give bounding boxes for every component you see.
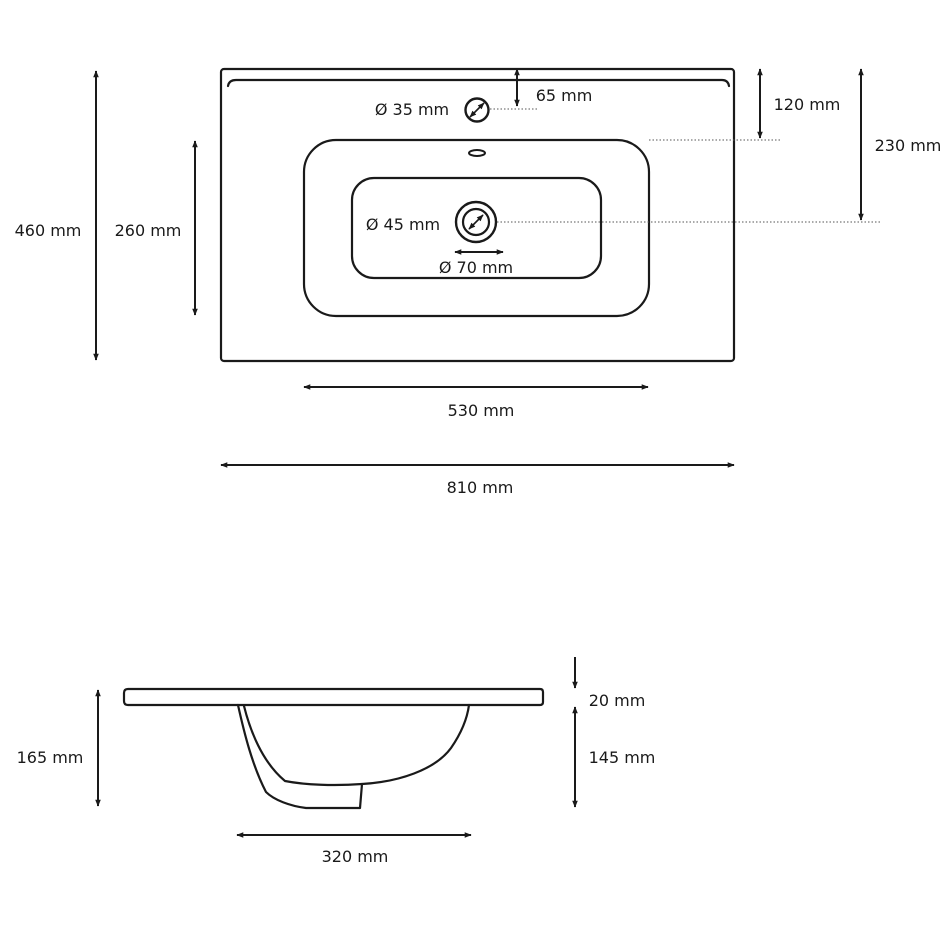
rear-rim-line xyxy=(226,78,731,88)
label-total-height: 165 mm xyxy=(17,748,84,767)
slab-outline xyxy=(122,687,545,707)
tap-hole xyxy=(464,97,490,123)
label-basin-depth: 260 mm xyxy=(115,221,182,240)
bowl-inner-line xyxy=(242,704,364,787)
label-back-to-drain: 230 mm xyxy=(875,136,940,155)
outer-basin-outline xyxy=(302,138,651,318)
label-drain-inner-diameter: Ø 45 mm xyxy=(366,215,440,234)
label-tap-hole-diameter: Ø 35 mm xyxy=(375,100,449,119)
label-top-thickness: 20 mm xyxy=(589,691,646,710)
inner-basin-outline xyxy=(350,176,603,280)
label-tap-offset: 65 mm xyxy=(536,86,593,105)
vanity-top-outline xyxy=(219,67,736,363)
label-basin-width: 530 mm xyxy=(448,401,515,420)
label-bowl-width: 320 mm xyxy=(322,847,389,866)
top-view: 460 mm 260 mm 65 mm Ø 35 mm 120 mm 230 m… xyxy=(15,67,940,497)
overflow-slot xyxy=(468,149,486,157)
label-drain-outer-diameter: Ø 70 mm xyxy=(439,258,513,277)
label-back-to-basin: 120 mm xyxy=(774,95,841,114)
label-overall-depth: 460 mm xyxy=(15,221,82,240)
label-bowl-height: 145 mm xyxy=(589,748,656,767)
label-overall-width: 810 mm xyxy=(447,478,514,497)
side-view: 165 mm 20 mm 145 mm 320 mm xyxy=(17,657,656,866)
drain-hole xyxy=(454,200,504,255)
bowl-outline xyxy=(236,703,471,810)
